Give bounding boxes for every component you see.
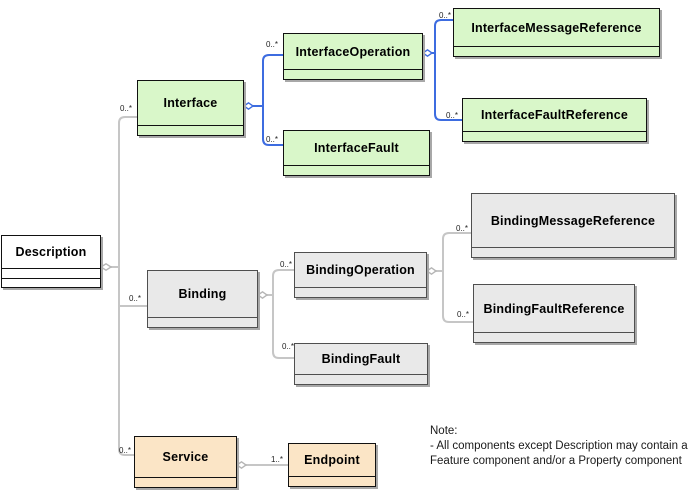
note-line-2: Feature component and/or a Property comp… (430, 455, 682, 467)
multiplicity-interface-fault-ref: 0..* (446, 111, 459, 120)
multiplicity-interface: 0..* (120, 104, 133, 113)
node-binding-operation: BindingOperation (294, 252, 427, 298)
empty-compartment (474, 332, 634, 342)
empty-compartment (2, 278, 100, 287)
aggregation-diamond-binding (256, 290, 269, 300)
node-binding-operation-label: BindingOperation (306, 263, 415, 277)
empty-compartment (295, 287, 426, 297)
multiplicity-binding-fault-ref: 0..* (457, 310, 470, 319)
aggregation-diamond-description (99, 262, 113, 272)
aggregation-diamond-bindingoperation (425, 266, 438, 276)
node-description-label: Description (15, 245, 87, 259)
multiplicity-binding-fault: 0..* (282, 342, 295, 351)
node-binding-fault-label: BindingFault (321, 352, 401, 366)
empty-compartment (289, 476, 375, 486)
node-description: Description (1, 235, 101, 288)
node-interface-message-reference: InterfaceMessageReference (453, 8, 660, 57)
multiplicity-interface-fault: 0..* (266, 135, 279, 144)
connector-interfaceoperation-fork (434, 19, 462, 121)
node-binding-message-reference-label: BindingMessageReference (490, 213, 656, 228)
empty-compartment (472, 247, 674, 257)
multiplicity-endpoint: 1..* (271, 455, 284, 464)
empty-compartment (454, 46, 659, 56)
node-binding-message-reference: BindingMessageReference (471, 193, 675, 258)
node-interface-fault: InterfaceFault (283, 130, 430, 176)
node-binding-fault-reference: BindingFaultReference (473, 284, 635, 343)
node-binding-fault: BindingFault (294, 343, 428, 385)
node-interface-fault-label: InterfaceFault (314, 141, 399, 155)
empty-compartment (135, 477, 236, 487)
empty-compartment (2, 268, 100, 278)
multiplicity-service: 0..* (119, 446, 132, 455)
empty-compartment (138, 125, 243, 135)
node-endpoint-label: Endpoint (304, 453, 360, 467)
diagram-note: Note: - All components except Descriptio… (430, 424, 699, 469)
aggregation-diamond-interfaceoperation (421, 48, 434, 58)
node-endpoint: Endpoint (288, 443, 376, 487)
empty-compartment (284, 165, 429, 175)
connector-bindingoperation-fork (442, 232, 473, 323)
node-interface-fault-reference-label: InterfaceFaultReference (480, 108, 628, 122)
node-interface-operation-label: InterfaceOperation (295, 44, 411, 59)
note-title: Note: (430, 425, 458, 437)
aggregation-diamond-service (235, 460, 248, 470)
connector-description-trunk (118, 116, 137, 456)
node-interface-fault-reference: InterfaceFaultReference (462, 98, 647, 142)
node-service: Service (134, 436, 237, 488)
node-binding-fault-reference-label: BindingFaultReference (483, 301, 625, 316)
node-service-label: Service (162, 450, 209, 464)
node-binding-label: Binding (178, 287, 227, 301)
node-interface-message-reference-label: InterfaceMessageReference (471, 20, 642, 35)
note-line-1: - All components except Description may … (430, 440, 688, 452)
node-interface-label: Interface (163, 96, 218, 110)
empty-compartment (284, 69, 422, 79)
node-interface-operation: InterfaceOperation (283, 33, 423, 80)
empty-compartment (295, 374, 427, 384)
aggregation-diamond-interface (242, 101, 255, 111)
multiplicity-binding: 0..* (129, 294, 142, 303)
node-binding: Binding (147, 270, 258, 328)
connector-binding-fork (272, 269, 294, 359)
multiplicity-interface-message-ref: 0..* (439, 11, 452, 20)
node-interface: Interface (137, 80, 244, 136)
connector-interface-fork (262, 54, 283, 146)
multiplicity-binding-message-ref: 0..* (456, 224, 469, 233)
multiplicity-interface-operation: 0..* (266, 40, 279, 49)
empty-compartment (148, 317, 257, 327)
multiplicity-binding-operation: 0..* (280, 260, 293, 269)
empty-compartment (463, 131, 646, 141)
